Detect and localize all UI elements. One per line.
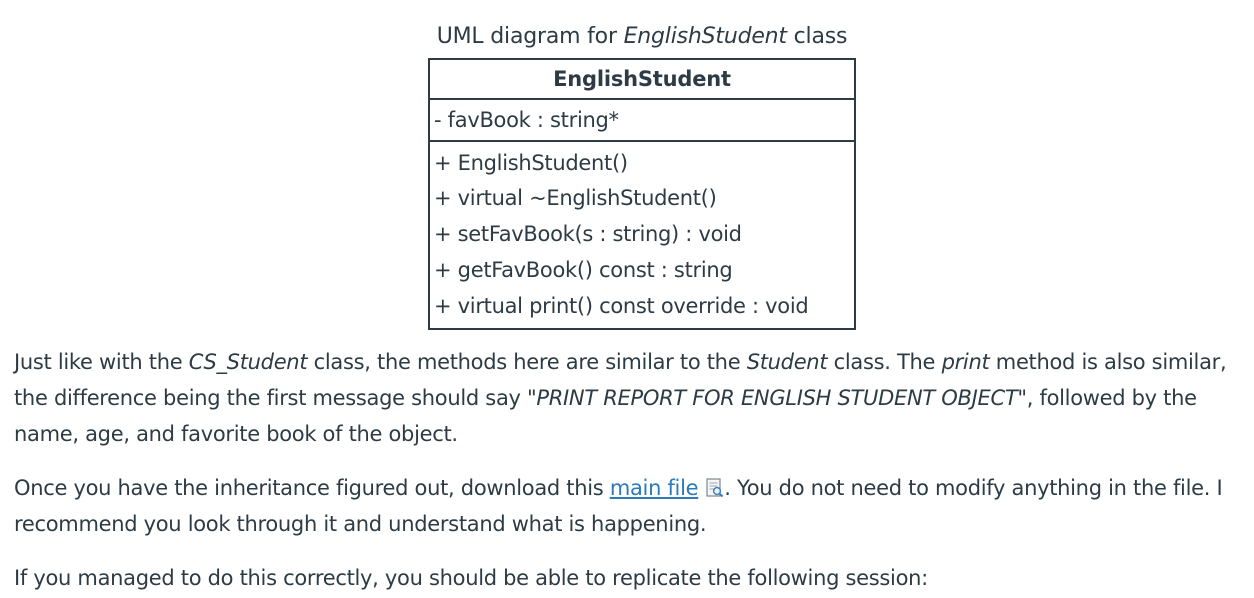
uml-method: + EnglishStudent() [434,151,628,175]
text: Once you have the inheritance figured ou… [14,476,610,500]
uml-class-title: EnglishStudent [430,60,854,100]
uml-attributes: - favBook : string* [430,100,854,142]
text: Just like with the [14,350,189,374]
uml-attribute: - favBook : string* [434,108,619,132]
caption-prefix: UML diagram for [436,24,624,49]
uml-methods: + EnglishStudent() + virtual ~EnglishStu… [430,142,854,328]
text: ", followed by the name, age, and favori… [14,386,1197,446]
caption-suffix: class [786,24,848,49]
emphasis-print: print [941,350,990,374]
uml-method: + virtual ~EnglishStudent() [434,186,717,210]
text: class, the methods here are similar to t… [307,350,747,374]
uml-caption: UML diagram for EnglishStudent class [0,24,1254,49]
text: method is also similar, the difference b… [14,350,1227,410]
uml-method: + setFavBook(s : string) : void [434,222,742,246]
uml-method: + getFavBook() const : string [434,258,733,282]
caption-class-name: EnglishStudent [623,24,787,49]
emphasis-cs-student: CS_Student [188,350,308,374]
paragraph-download: Once you have the inheritance figured ou… [14,470,1250,542]
uml-method: + virtual print() const override : void [434,294,809,318]
paragraph-print-method: Just like with the CS_Student class, the… [14,344,1250,452]
main-file-link[interactable]: main file [609,476,699,500]
text: . You do not need to modify anything in … [14,476,1223,536]
emphasis-report-message: PRINT REPORT FOR ENGLISH STUDENT OBJECT [536,386,1018,410]
emphasis-student: Student [746,350,828,374]
paragraph-session: If you managed to do this correctly, you… [14,566,928,590]
document-preview-icon[interactable] [706,473,724,498]
text: class. The [827,350,942,374]
uml-class-box: EnglishStudent - favBook : string* + Eng… [428,58,856,330]
